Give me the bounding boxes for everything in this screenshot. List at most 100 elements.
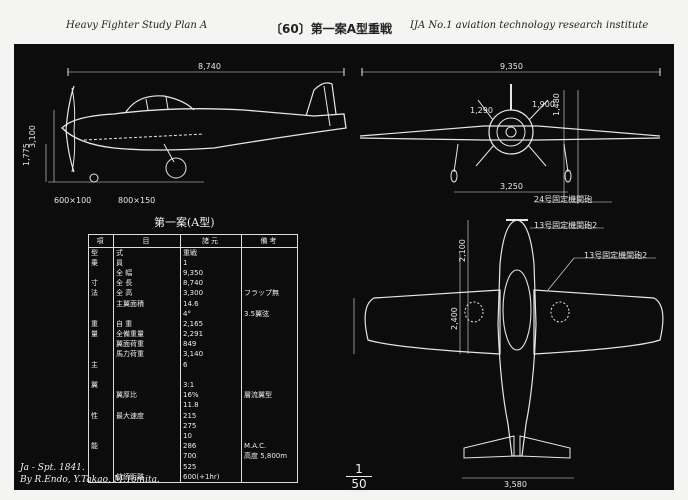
plan-view-drawing [353, 201, 664, 479]
spec-cell: 全 高 [113, 288, 181, 299]
spec-cell: 9,350 [180, 268, 242, 279]
spec-cell [241, 258, 298, 269]
spec-cell: 法 [88, 288, 114, 299]
track-dim: 3,250 [500, 182, 523, 191]
spec-header-cell: 備考 [241, 234, 298, 248]
spec-cell: 10 [180, 431, 242, 442]
spec-cell: 全 幅 [113, 268, 181, 279]
spec-cell: 600(+1hr) [180, 472, 242, 484]
spec-cell: 員 [113, 258, 181, 269]
prop-left-dim: 1,290 [470, 106, 493, 115]
spec-cell: 重戦 [180, 247, 242, 259]
fuselage-height-dim: 1,775 [22, 143, 31, 166]
drawing-title: 〔60〕第一案A型重戦 [270, 22, 392, 36]
spec-cell [241, 298, 298, 310]
spec-row: 11.8 [88, 400, 298, 411]
spec-cell: 馬力荷重 [113, 349, 181, 361]
spec-cell: 16% [180, 390, 242, 401]
spec-cell [88, 400, 114, 411]
spec-cell [88, 349, 114, 361]
spec-cell: 層流翼型 [241, 390, 298, 401]
spec-cell: 乗 [88, 258, 114, 269]
gun-note-24: 24号固定機関砲 [534, 195, 593, 204]
spec-cell [113, 421, 181, 432]
spec-cell [88, 268, 114, 279]
spec-cell: 翼 [88, 380, 114, 391]
plan-dim-2400: 2,400 [450, 307, 459, 330]
spec-cell [88, 370, 114, 381]
spec-cell [241, 319, 298, 330]
spec-cell [241, 360, 298, 371]
front-span-dim: 9,350 [500, 62, 523, 71]
spec-header-cell: 目 [113, 234, 181, 248]
spec-cell [241, 431, 298, 442]
spec-cell: 主翼面積 [113, 298, 181, 310]
spec-cell [88, 339, 114, 350]
spec-cell: 3.5翼弦 [241, 309, 298, 320]
spec-cell: 全備重量 [113, 329, 181, 340]
spec-cell: 1 [180, 258, 242, 269]
spec-cell: 6 [180, 360, 242, 371]
spec-cell: 2,291 [180, 329, 242, 340]
spec-cell: 自 重 [113, 319, 181, 330]
spec-cell [113, 441, 181, 452]
spec-cell: 3,140 [180, 349, 242, 361]
spec-cell: 849 [180, 339, 242, 350]
side-length-dim: 8,740 [198, 62, 221, 71]
signature-block: Ja - Spt. 1841. By R.Endo, Y.Takao, M.To… [20, 462, 160, 486]
wheel-size-label: 600×100 [54, 196, 92, 205]
spec-cell: 寸 [88, 278, 114, 289]
scale-mark: 1 50 [346, 462, 372, 492]
spec-cell: 全 長 [113, 278, 181, 289]
spec-cell: 型 [88, 247, 114, 259]
spec-cell [113, 451, 181, 462]
spec-row: 275 [88, 421, 298, 432]
spec-header-cell: 諸元 [180, 234, 242, 248]
spec-cell: 8,740 [180, 278, 242, 289]
gun-note-13b: 13号固定機関砲2 [584, 251, 648, 260]
blueprint-drawing [45, 68, 664, 479]
spec-cell [113, 380, 181, 391]
spec-cell: 2,165 [180, 319, 242, 330]
study-note: Heavy Fighter Study Plan A [66, 20, 208, 31]
spec-cell [241, 370, 298, 381]
front-view-drawing [359, 68, 661, 204]
spec-cell: 重 [88, 319, 114, 330]
spec-cell: 525 [180, 461, 242, 473]
signature-date: Ja - Spt. 1841. [20, 463, 85, 473]
spec-cell [113, 370, 181, 381]
spec-cell [113, 400, 181, 411]
spec-cell [113, 360, 181, 371]
spec-cell [88, 309, 114, 320]
scale-numerator: 1 [355, 462, 363, 476]
spec-cell [241, 329, 298, 340]
spec-cell [241, 339, 298, 350]
spec-cell [241, 411, 298, 422]
spec-cell [241, 268, 298, 279]
spec-cell: 高度 5,800m [241, 451, 298, 462]
spec-row: 525 [88, 461, 298, 473]
spec-cell [113, 309, 181, 320]
spec-cell [241, 278, 298, 289]
spec-cell: 275 [180, 421, 242, 432]
spec-row: 4°3.5翼弦 [88, 309, 298, 320]
spec-cell [241, 247, 298, 259]
spec-cell [241, 380, 298, 391]
spec-cell [241, 472, 298, 484]
spec-table-title: 第一案(A型) [154, 216, 215, 229]
prop-right-dim: 1,900 [532, 100, 555, 109]
spec-cell: 3,300 [180, 288, 242, 299]
spec-cell: 11.8 [180, 400, 242, 411]
spec-row: 型式重戦 [88, 247, 298, 259]
